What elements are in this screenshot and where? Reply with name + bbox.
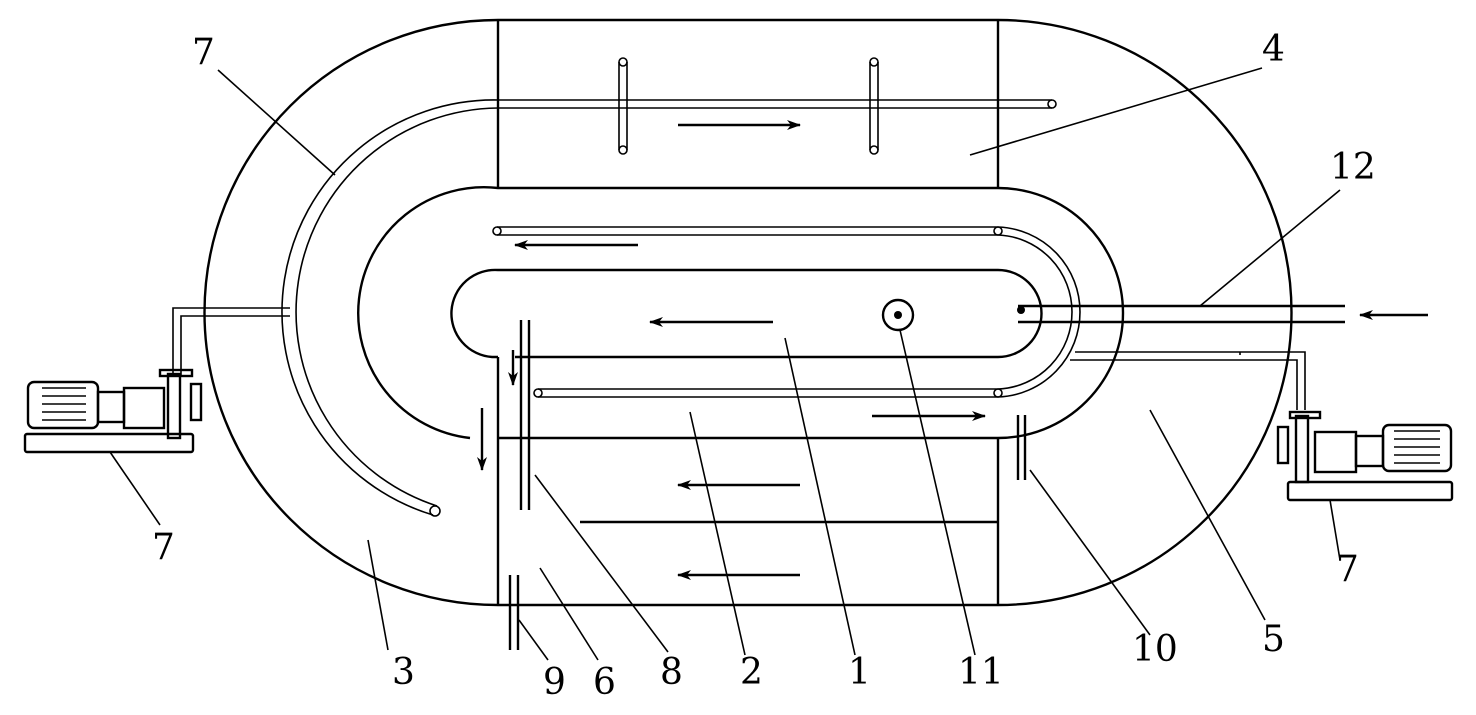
label-6: 6 [593,662,616,703]
label-1: 1 [848,652,871,693]
label-7-top-left: 7 [192,32,215,73]
middle-ring [357,186,1125,440]
label-2: 2 [740,652,763,693]
top-section-4 [496,20,1000,188]
top-pipe [281,99,1052,516]
pipe-joint [993,226,1003,236]
pipe-end [429,505,441,517]
pipe-end [1047,99,1057,109]
label-11: 11 [958,652,1004,693]
aerator-11 [881,298,915,332]
baffle-9 [508,575,520,650]
label-7-right: 7 [1336,549,1359,590]
leader-lines [109,67,1341,661]
pipe-joint [993,388,1003,398]
pipe-end [492,226,502,236]
label-4: 4 [1262,29,1285,70]
baffle-8 [519,320,531,510]
label-10: 10 [1132,629,1178,670]
label-8: 8 [660,652,683,693]
inlet-pipe-12 [1018,304,1345,324]
label-7-bottom-left: 7 [152,527,175,568]
diffuser-right [869,62,879,150]
pipe-end [533,388,543,398]
baffle-10 [1016,415,1027,480]
label-12: 12 [1330,147,1376,188]
diffuser-left [618,62,628,150]
right-pump-pipe [1070,351,1306,410]
left-pump [23,368,203,454]
right-pump [1276,410,1454,502]
inner-island-1 [450,268,1043,359]
label-3: 3 [392,652,415,693]
left-pump-pipe [172,307,290,375]
label-9: 9 [543,662,566,703]
flow-arrows [477,120,1428,580]
bottom-section [496,357,1000,605]
label-5: 5 [1262,619,1285,660]
ring-pipe [497,226,1081,398]
